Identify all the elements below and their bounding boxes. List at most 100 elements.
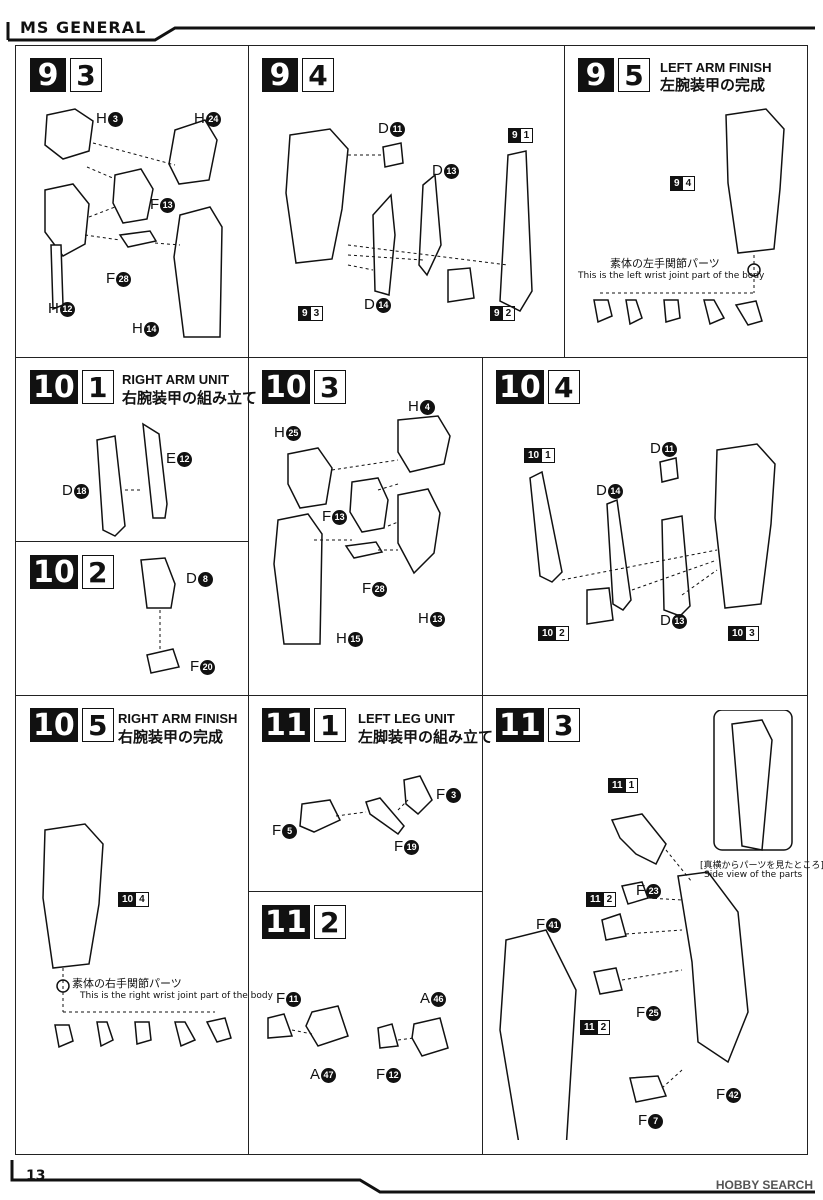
- watermark-text: HOBBY SEARCH: [715, 1178, 813, 1192]
- label-letter: E: [166, 450, 177, 467]
- label-number: 47: [321, 1067, 337, 1083]
- step-9-5-caption-en: LEFT ARM FINISH: [660, 60, 772, 75]
- left-wrist-note-en: This is the left wrist joint part of the…: [578, 271, 765, 281]
- step-10-5-caption-jp: 右腕装甲の完成: [118, 728, 224, 746]
- label-letter: F: [272, 822, 282, 839]
- step-11-1-caption-jp: 左脚装甲の組み立て: [358, 728, 494, 746]
- page-number: 13: [26, 1168, 46, 1184]
- tag-major: 9: [491, 307, 503, 320]
- label-number: 41: [546, 917, 562, 933]
- right-wrist-note-en: This is the right wrist joint part of th…: [80, 991, 273, 1001]
- tag-minor: 4: [139, 894, 145, 905]
- tag-minor: 2: [505, 308, 512, 319]
- step-major: 10: [30, 555, 78, 590]
- parts-illustration-10-3: [273, 415, 451, 645]
- step-10-5-caption-en: RIGHT ARM FINISH: [118, 711, 238, 726]
- label-number: 28: [372, 581, 388, 597]
- header-bar: MS GENERAL: [0, 0, 823, 44]
- tag-minor: 2: [606, 894, 613, 905]
- label-letter: D: [432, 162, 443, 179]
- label-number: 12: [386, 1067, 402, 1083]
- label-number: 3: [446, 787, 462, 803]
- step-10-1-number: 10 1: [30, 370, 114, 405]
- tag-major: 11: [587, 893, 604, 906]
- label-letter: F: [190, 658, 200, 675]
- label-number: 13: [429, 611, 445, 627]
- label-letter: F: [536, 916, 546, 933]
- tag-minor: 4: [685, 178, 692, 189]
- side-view-note-jp: [真横からパーツを見たところ]: [700, 861, 823, 871]
- step-minor: 1: [313, 708, 346, 742]
- label-number: 14: [375, 297, 391, 313]
- step-major: 11: [262, 708, 310, 743]
- step-10-4-number: 10 4: [496, 370, 580, 405]
- label-letter: D: [596, 482, 607, 499]
- parts-illustration-11-2: [267, 1005, 449, 1057]
- step-major: 9: [262, 58, 298, 93]
- step-minor: 5: [81, 708, 114, 742]
- step-10-2-number: 10 2: [30, 555, 114, 590]
- label-number: 20: [200, 659, 216, 675]
- label-number: 13: [160, 197, 176, 213]
- step-major: 9: [578, 58, 614, 93]
- tag-major: 10: [119, 893, 137, 906]
- tag-minor: 1: [523, 130, 530, 141]
- label-number: 13: [443, 163, 459, 179]
- parts-illustration-9-3: [44, 108, 223, 338]
- label-number: 13: [332, 509, 348, 525]
- step-10-1-caption-en: RIGHT ARM UNIT: [122, 372, 230, 387]
- label-letter: D: [186, 570, 197, 587]
- step-minor: 5: [618, 58, 650, 92]
- step-9-5-caption-jp: 左腕装甲の完成: [660, 76, 766, 94]
- label-letter: D: [660, 612, 671, 629]
- label-letter: H: [132, 320, 143, 337]
- label-number: 46: [431, 991, 447, 1007]
- tag-major: 11: [581, 1021, 598, 1034]
- tag-major: 9: [299, 307, 311, 320]
- label-letter: D: [62, 482, 73, 499]
- step-10-5-number: 10 5: [30, 708, 114, 743]
- parts-illustration-10-1: [96, 422, 168, 537]
- label-number: 25: [285, 425, 301, 441]
- label-number: 19: [404, 839, 420, 855]
- label-number: 11: [389, 121, 405, 137]
- step-minor: 4: [547, 370, 580, 404]
- label-number: 12: [177, 451, 193, 467]
- parts-illustration-10-2: [140, 557, 180, 674]
- label-letter: H: [96, 110, 107, 127]
- label-number: 3: [107, 111, 123, 127]
- step-major: 10: [496, 370, 544, 405]
- parts-illustration-11-1: [299, 775, 433, 836]
- step-major: 11: [262, 905, 310, 940]
- tag-major: 9: [509, 129, 521, 142]
- label-number: 42: [726, 1087, 742, 1103]
- parts-illustration-9-4: [285, 128, 533, 312]
